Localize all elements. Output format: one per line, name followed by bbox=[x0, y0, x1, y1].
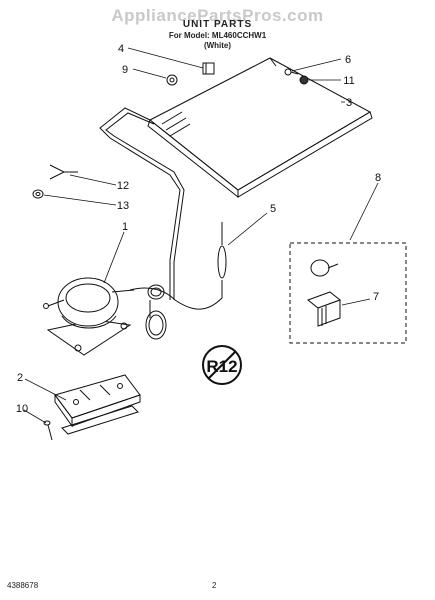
leader-lines bbox=[23, 47, 379, 424]
callout-5: 5 bbox=[270, 203, 276, 215]
base-plate bbox=[147, 57, 373, 199]
model-line: For Model: ML460CCHW1 bbox=[168, 31, 267, 40]
callout-10: 10 bbox=[16, 403, 28, 415]
site-watermark: AppliancePartsPros.com bbox=[111, 6, 324, 25]
small-hardware bbox=[32, 62, 309, 199]
color-line: (White) bbox=[203, 41, 232, 50]
callout-7: 7 bbox=[373, 291, 379, 303]
electrical-kit-box bbox=[289, 242, 407, 344]
callout-12: 12 bbox=[117, 180, 129, 192]
mounting-bracket bbox=[54, 374, 141, 435]
temperature-probe bbox=[217, 222, 227, 279]
no-r12-badge-icon bbox=[202, 345, 242, 385]
refrigerant-tubing bbox=[99, 107, 223, 340]
bracket-screw bbox=[43, 420, 53, 441]
callout-6: 6 bbox=[345, 54, 351, 66]
callout-2: 2 bbox=[17, 372, 23, 384]
callout-1: 1 bbox=[122, 221, 128, 233]
page-number: 2 bbox=[212, 581, 217, 590]
callout-11: 11 bbox=[343, 75, 354, 87]
document-number: 4388678 bbox=[7, 581, 39, 590]
callout-4: 4 bbox=[118, 43, 124, 55]
badge-text: R12 bbox=[206, 357, 237, 376]
callout-9: 9 bbox=[122, 64, 128, 76]
callout-8: 8 bbox=[375, 172, 381, 184]
diagram-title: UNIT PARTS bbox=[182, 19, 253, 30]
callout-13: 13 bbox=[117, 200, 129, 212]
callout-3: 3 bbox=[346, 97, 352, 109]
compressor bbox=[43, 277, 135, 356]
